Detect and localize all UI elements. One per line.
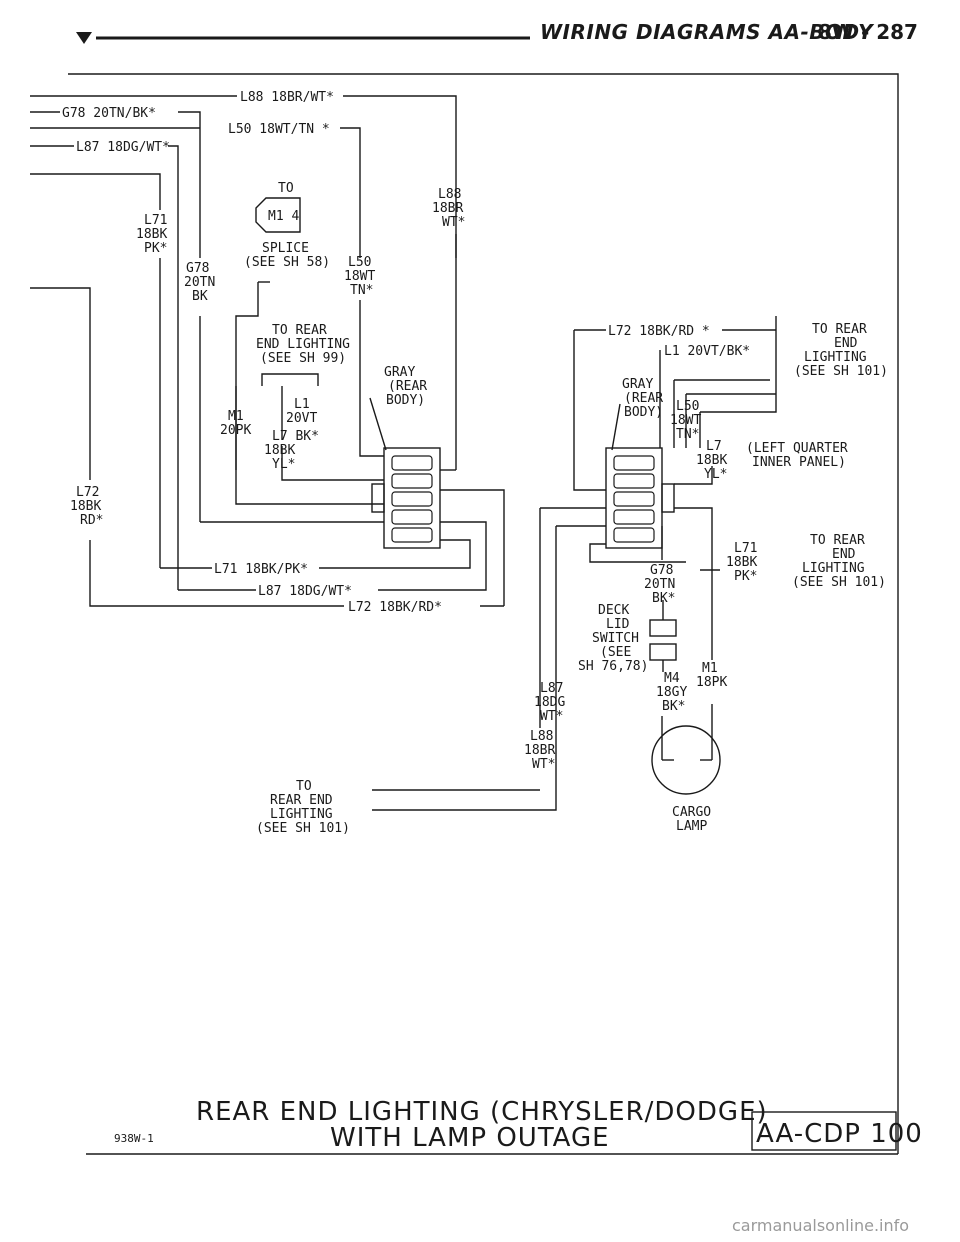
wire-label-l1-right: L1 20VT/BK* — [664, 344, 750, 359]
note-left-quarter: (LEFT QUARTER INNER PANEL) — [746, 441, 856, 470]
wire-label-l87-top: L87 18DG/WT* — [76, 140, 170, 155]
note-gray-left: GRAY (REAR BODY) — [384, 365, 435, 408]
stack-g78-left: G78 20TN BK — [184, 261, 223, 304]
header-page-number: 8W - 287 — [818, 20, 918, 44]
header-rule — [76, 32, 530, 44]
stack-g78-right: G78 20TN BK* — [644, 563, 683, 606]
splice-id: M1 4 — [268, 209, 299, 224]
wire-label-l72-right: L72 18BK/RD * — [608, 324, 710, 339]
stack-l88-right: L88 18BR WT* — [432, 187, 471, 230]
stack-l7-right: L7 18BK YL* — [696, 439, 735, 482]
stack-l1-mid: L1 20VT — [286, 397, 317, 426]
stack-m1-right: M1 18PK — [696, 661, 727, 690]
stack-l72-left: L72 18BK RD* — [70, 485, 109, 528]
stack-l88-low: L88 18BR WT* — [524, 729, 563, 772]
header-triangle-icon — [76, 32, 92, 44]
stack-l7-mid: L7 BK* 18BK YL* — [264, 429, 327, 472]
cargo-lamp — [651, 725, 721, 795]
connector-cavities — [391, 455, 655, 543]
wire-label-l50-top: L50 18WT/TN * — [228, 122, 330, 137]
page-header: WIRING DIAGRAMS AA-BODY 8W - 287 — [0, 14, 960, 54]
diagram-title-line1: REAR END LIGHTING (CHRYSLER/DODGE) — [196, 1097, 768, 1127]
note-rear-end-101-top: TO REAR END LIGHTING (SEE SH 101) — [794, 322, 888, 379]
note-rear-end-101-mid: TO REAR END LIGHTING (SEE SH 101) — [792, 533, 886, 590]
note-deck-lid-switch: DECK LID SWITCH (SEE SH 76,78) — [578, 603, 648, 674]
note-cargo-lamp: CARGO LAMP — [672, 805, 719, 834]
wire-label-l87-bottom: L87 18DG/WT* — [258, 584, 352, 599]
deck-lid-switch — [649, 619, 677, 637]
stack-l71-left: L71 18BK PK* — [136, 213, 175, 256]
note-gray-right: GRAY (REAR BODY) — [622, 377, 671, 420]
stack-m1-left: M1 20PK — [220, 409, 251, 438]
splice-symbol — [255, 197, 301, 233]
wire-label-l72-bottom: L72 18BK/RD* — [348, 600, 442, 615]
watermark: carmanualsonline.info — [732, 1216, 910, 1235]
header-title: WIRING DIAGRAMS AA-BODY — [540, 20, 874, 44]
stack-l87-right: L87 18DG WT* — [534, 681, 573, 724]
note-rear-end-101-low: TO REAR END LIGHTING (SEE SH 101) — [256, 779, 350, 836]
stack-m4: M4 18GY BK* — [656, 671, 695, 714]
wire-label-l71-bottom: L71 18BK/PK* — [214, 562, 308, 577]
stack-l50-mid: L50 18WT TN* — [344, 255, 383, 298]
splice-note: SPLICE (SEE SH 58) — [244, 241, 330, 270]
splice-to-label: TO — [278, 181, 294, 196]
diagram-code: AA-CDP 100 — [756, 1119, 923, 1149]
note-rear-end-99: TO REAR END LIGHTING (SEE SH 99) — [256, 323, 358, 366]
frame-border — [68, 73, 899, 1154]
diagram-title-line2: WITH LAMP OUTAGE — [330, 1123, 610, 1153]
figure-id: 938W-1 — [114, 1132, 154, 1145]
code-box — [751, 1111, 897, 1151]
wire-label-l88-top: L88 18BR/WT* — [240, 90, 334, 105]
wire-label-g78-top: G78 20TN/BK* — [62, 106, 156, 121]
stack-l71-right: L71 18BK PK* — [726, 541, 765, 584]
stack-l50-right: L50 18WT TN* — [670, 399, 709, 442]
